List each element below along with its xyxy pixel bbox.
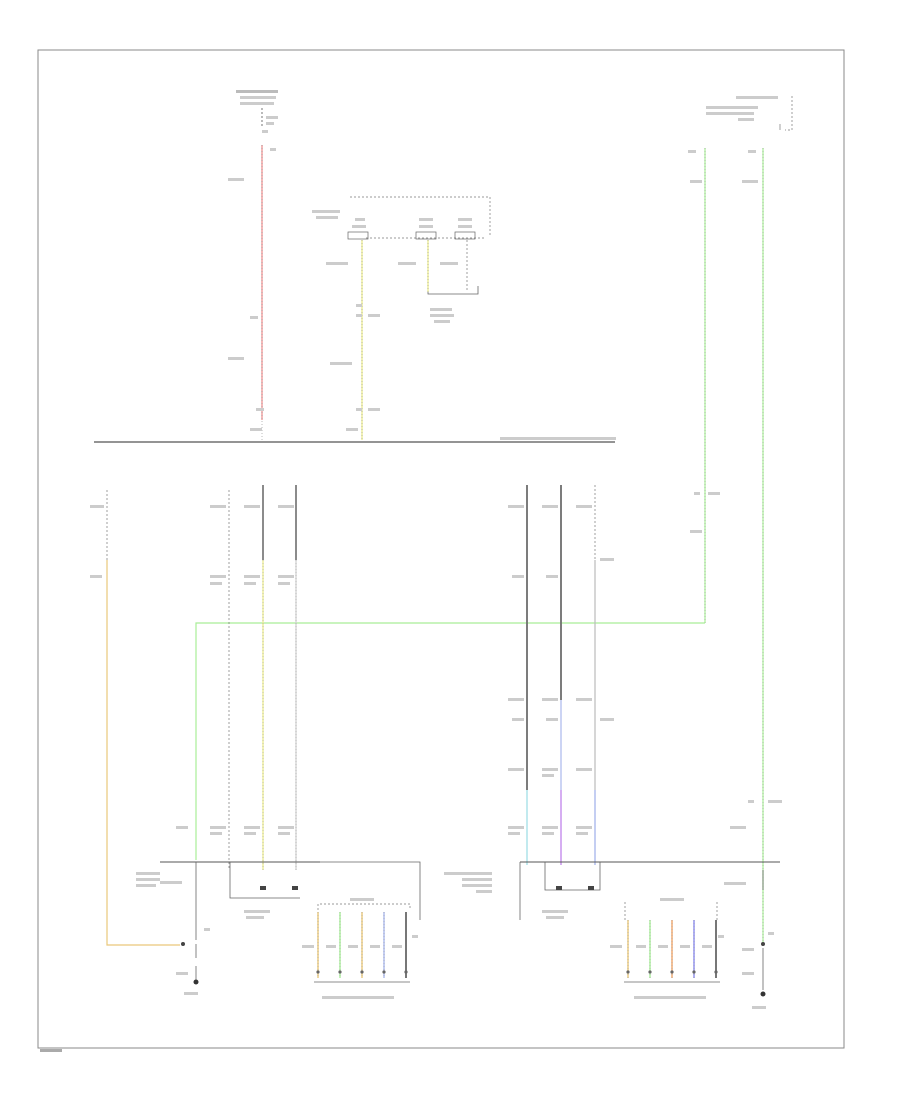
footer-code-mark xyxy=(40,1049,62,1052)
right-supply-box xyxy=(706,96,793,131)
left-control-module xyxy=(136,861,421,995)
green-crossover-wire xyxy=(195,622,705,860)
fuse-block-group xyxy=(236,90,278,151)
left-connector xyxy=(302,898,418,999)
diagram-frame xyxy=(37,49,845,1049)
right-control-module xyxy=(444,861,780,1009)
right-connector xyxy=(610,898,724,999)
orange-ground-wire xyxy=(106,560,180,946)
switch-box xyxy=(312,196,491,240)
